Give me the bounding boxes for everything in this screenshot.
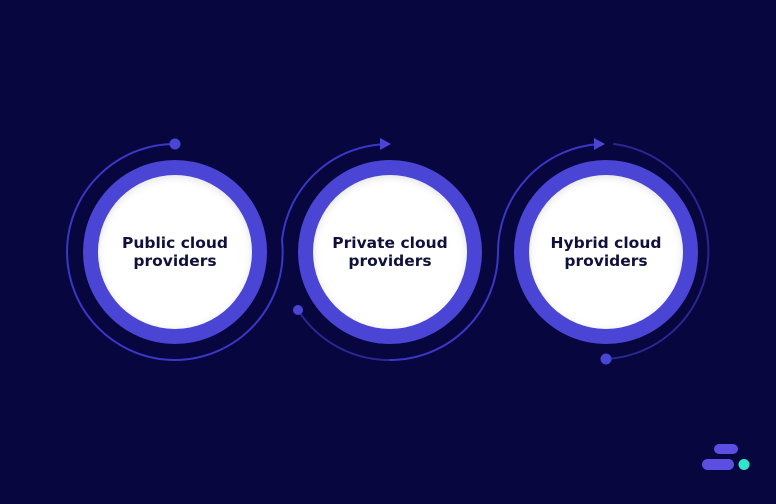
node-label-private: Private cloud providers	[320, 234, 460, 270]
connector-dot-middle	[293, 305, 303, 315]
connector-arc-3-right	[605, 143, 710, 360]
connector-arc-2-bottom	[297, 309, 391, 362]
connector-arc-3	[496, 143, 601, 253]
node-hybrid-cloud	[514, 160, 698, 344]
connector-dot-start	[169, 138, 181, 150]
node-label-line2: providers	[133, 252, 217, 270]
connector-arc-2	[281, 143, 389, 241]
connector-dot-end	[600, 353, 612, 365]
connector-arc-2-right	[389, 251, 499, 361]
node-private-cloud	[298, 160, 482, 344]
connector-arc-1	[66, 143, 176, 361]
node-label-line2: providers	[564, 252, 648, 270]
node-label-line1: Hybrid cloud	[550, 234, 662, 252]
connector-lines	[66, 143, 710, 362]
node-label-hybrid: Hybrid cloud providers	[536, 234, 676, 270]
node-label-line2: providers	[348, 252, 432, 270]
arrowhead-icon	[594, 138, 605, 150]
node-label-line1: Public cloud	[122, 234, 228, 252]
node-public-cloud	[83, 160, 267, 344]
node-label-line1: Private cloud	[332, 234, 448, 252]
node-label-public: Public cloud providers	[105, 234, 245, 270]
brand-logo-icon	[702, 444, 750, 470]
arrowhead-icon	[380, 138, 391, 150]
connector-arc-1-right	[174, 239, 284, 361]
